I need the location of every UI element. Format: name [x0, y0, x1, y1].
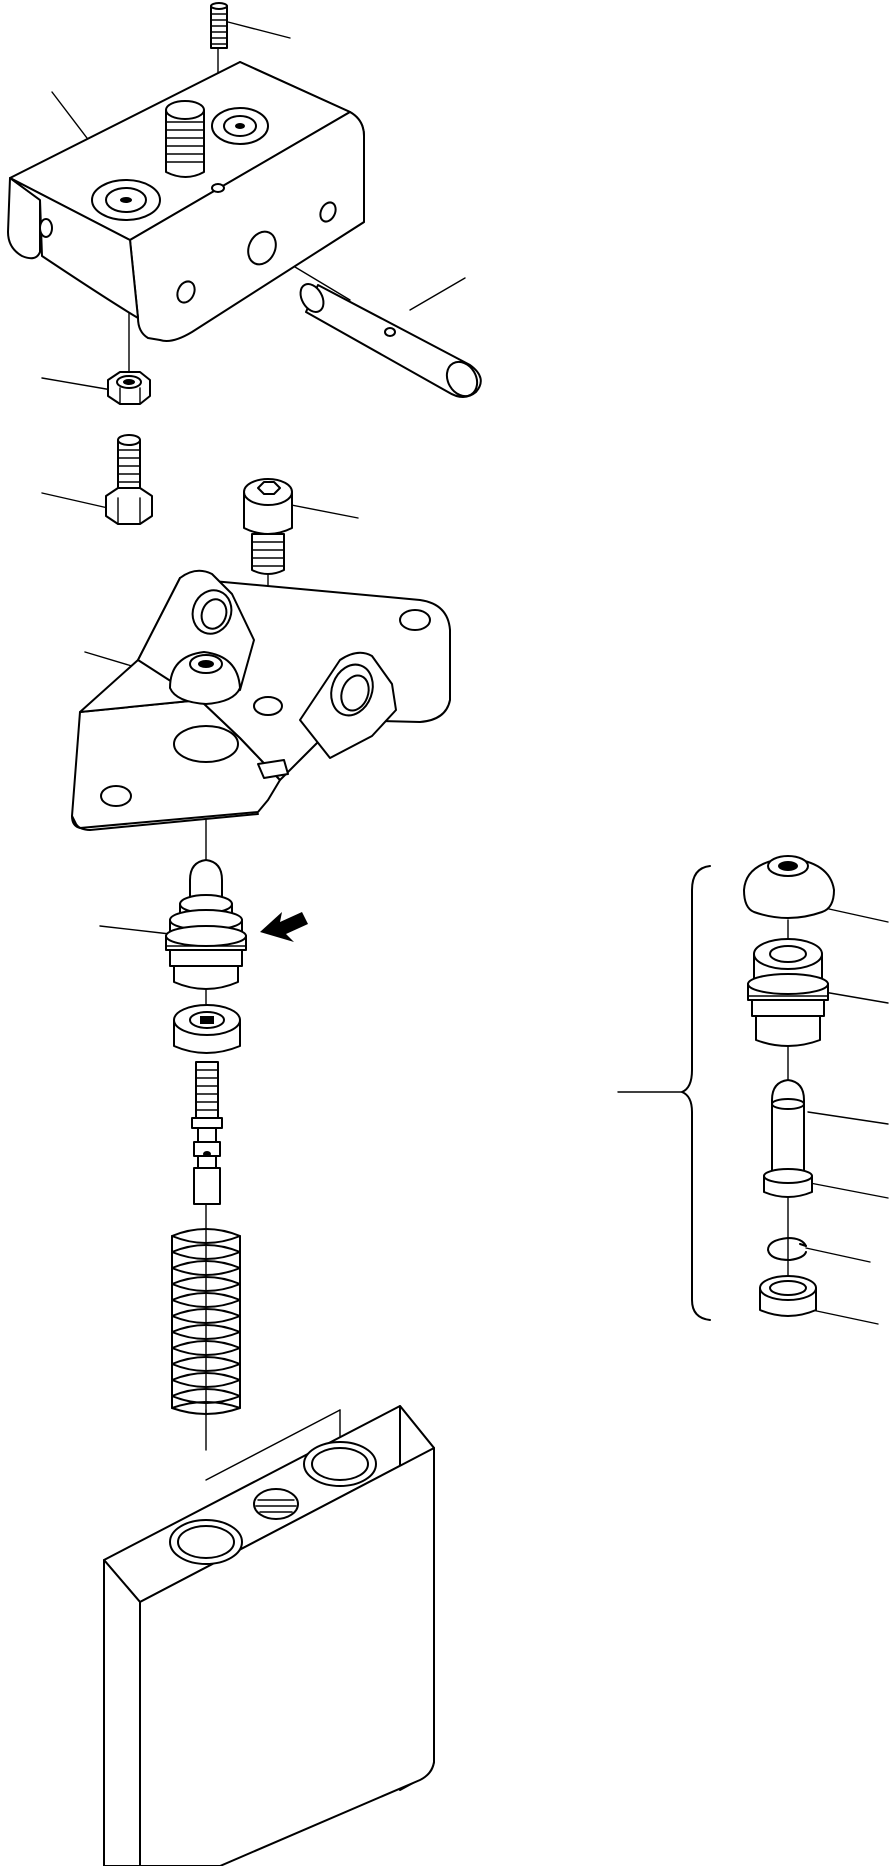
- piston-assembly: [165, 859, 247, 990]
- pin: [299, 283, 482, 398]
- boot: [169, 651, 241, 705]
- nut: [107, 371, 151, 405]
- detail-snap-ring: [767, 1237, 807, 1261]
- set-screw: [210, 2, 228, 49]
- retainer: [173, 1004, 241, 1054]
- bolt: [105, 434, 153, 525]
- detail-piston: [771, 1079, 805, 1187]
- spring: [171, 1228, 241, 1415]
- plate: [71, 569, 451, 831]
- detail-collar: [759, 1275, 817, 1317]
- lever-bracket: [7, 61, 365, 342]
- detail-o-ring: [763, 1168, 813, 1198]
- socket-head-bolt: [243, 478, 293, 575]
- detail-plug: [747, 938, 829, 1047]
- arrow-icon: [260, 912, 308, 942]
- valve-spool: [191, 1061, 223, 1205]
- detail-brace: [617, 865, 711, 1321]
- valve-body: [103, 1405, 435, 1866]
- detail-boot: [743, 855, 835, 919]
